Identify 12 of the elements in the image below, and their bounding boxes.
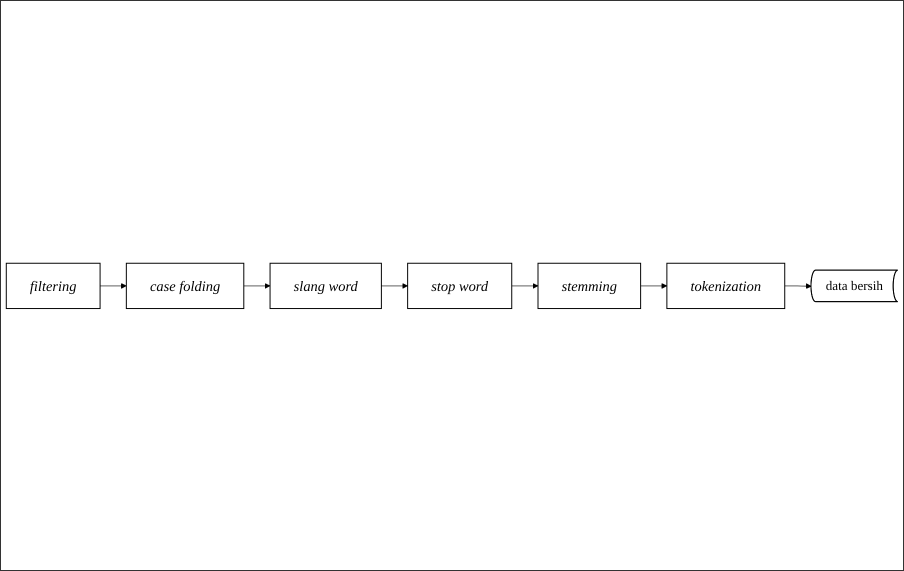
node-box: filtering <box>6 262 101 309</box>
node-box: stop word <box>407 262 512 309</box>
arrow <box>640 282 668 288</box>
node-box: stemming <box>538 262 642 309</box>
node-box: case folding <box>126 262 244 309</box>
node-box: tokenization <box>666 262 786 309</box>
node-box: slang word <box>270 262 382 309</box>
arrow <box>381 282 408 288</box>
arrow <box>243 282 270 288</box>
arrow <box>511 282 538 288</box>
arrow <box>100 282 127 288</box>
arrow <box>784 282 812 289</box>
